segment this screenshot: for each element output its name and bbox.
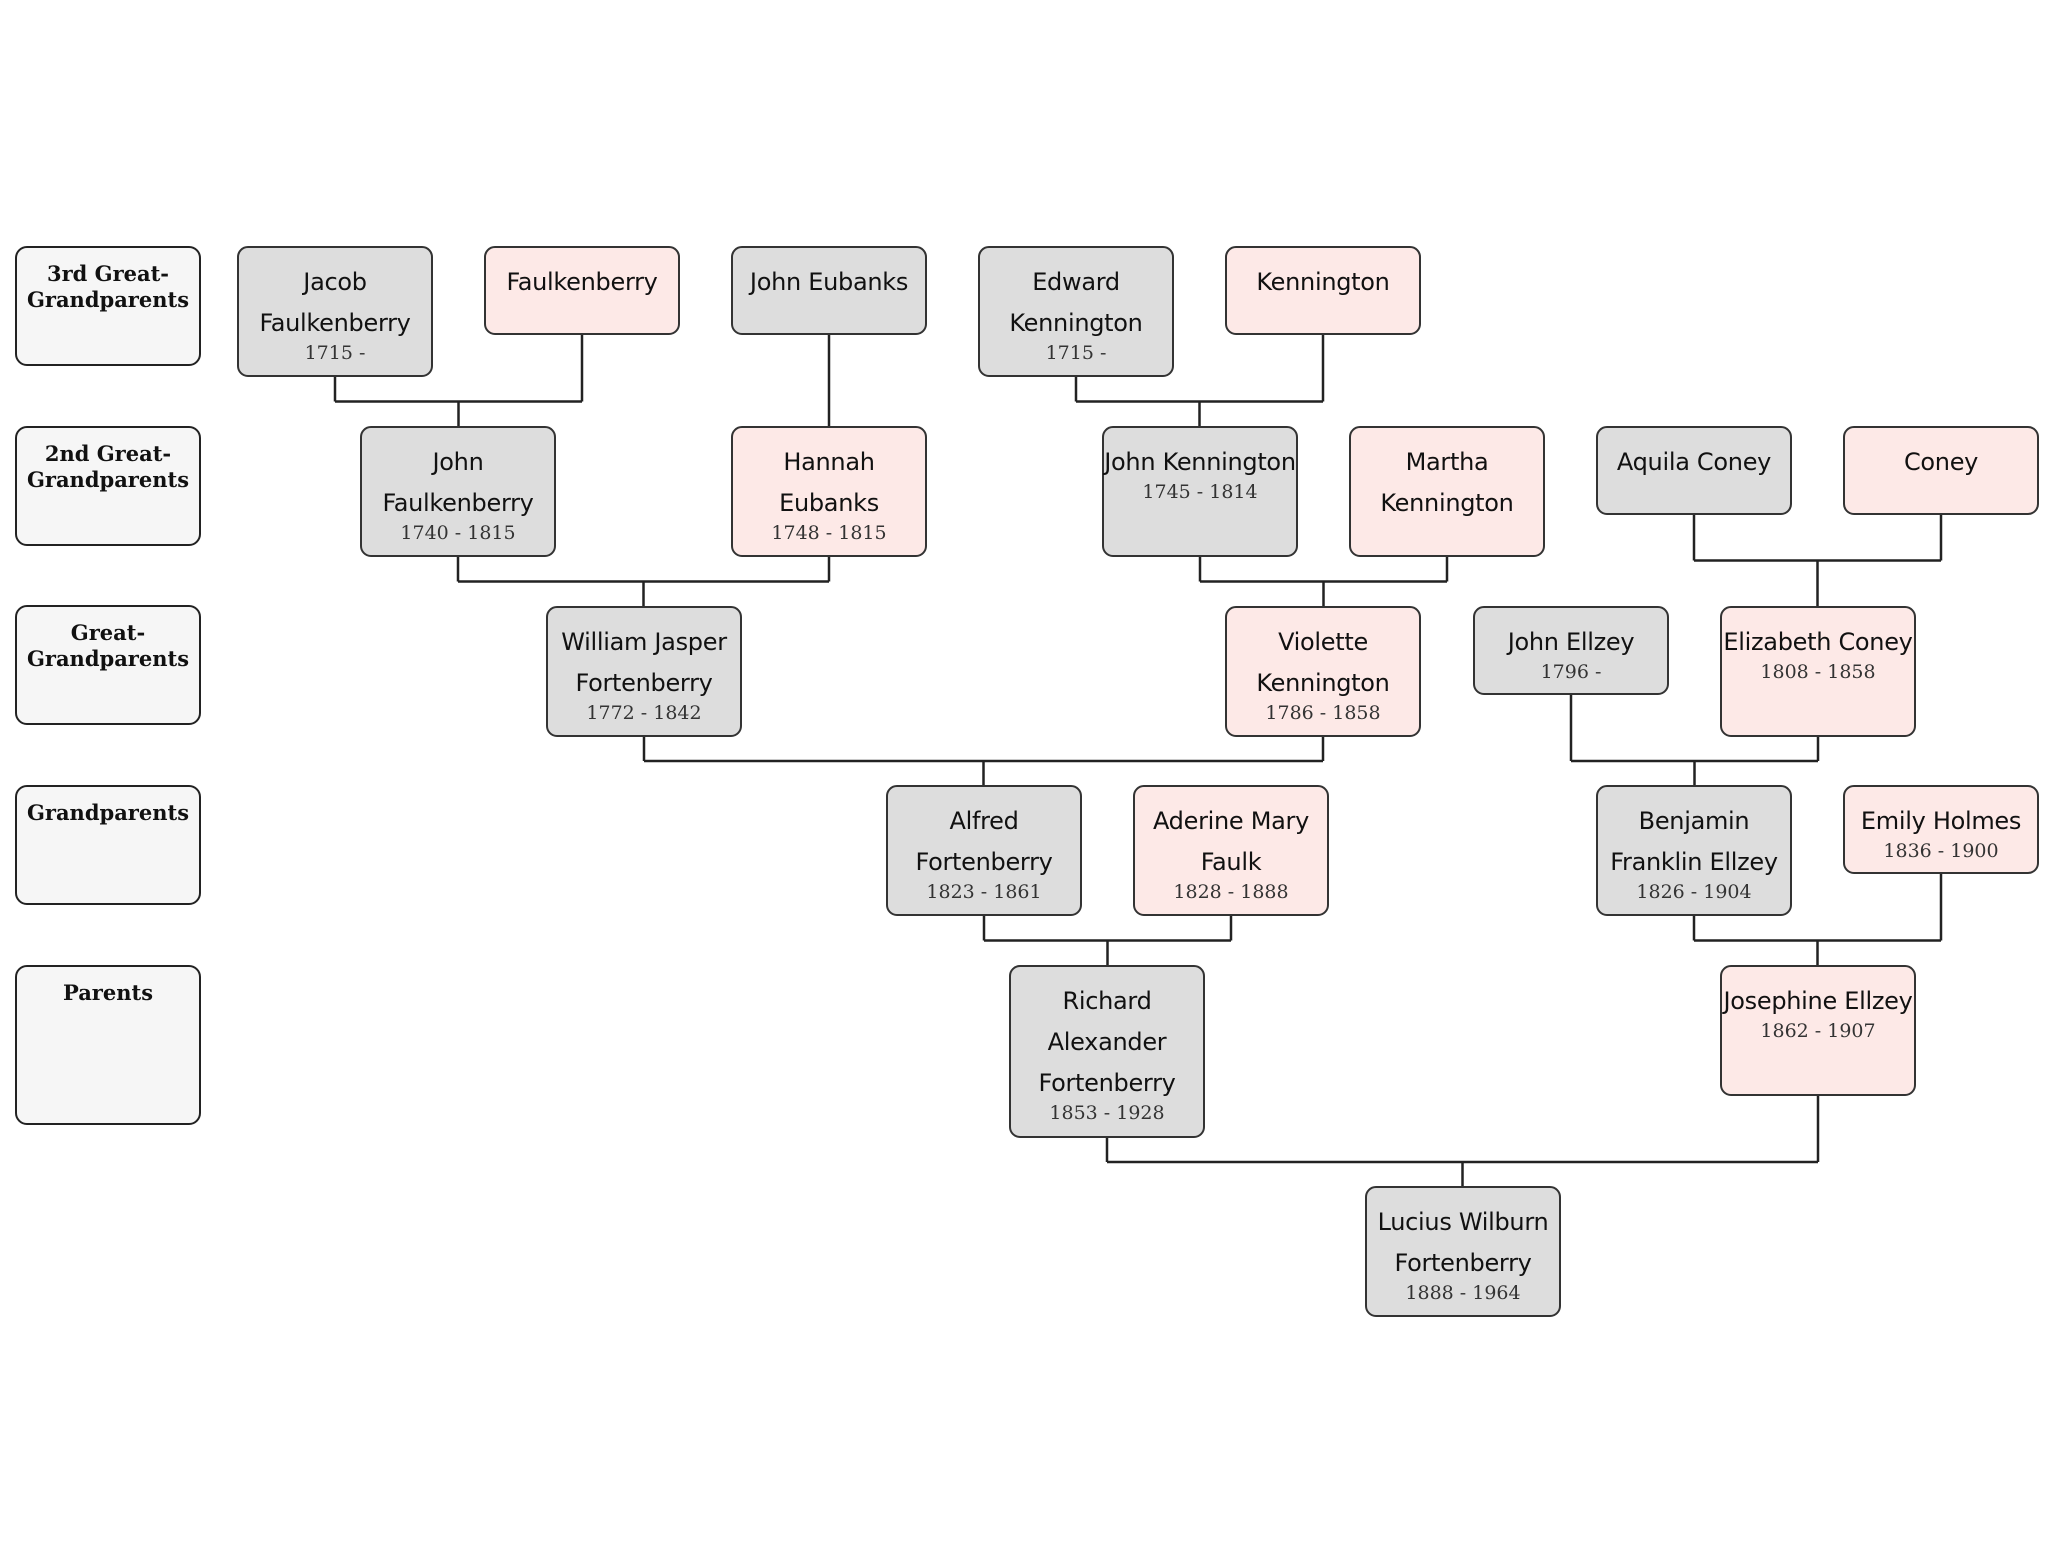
person-card-richard-alexander-fortenberry[interactable]: Richard Alexander Fortenberry 1853 - 192… xyxy=(1009,965,1205,1138)
person-name: Faulkenberry xyxy=(506,268,658,296)
connector-benjamin-franklin-ellzey xyxy=(1569,695,1820,785)
generation-label-great-grandparents: Great-Grandparents xyxy=(15,605,201,725)
connector-lucius-wilburn-fortenberry xyxy=(1105,1096,1820,1186)
generation-label-text: Parents xyxy=(62,980,154,1005)
connector-john-kennington xyxy=(1074,335,1325,426)
person-dates: 1745 - 1814 xyxy=(1142,481,1258,503)
person-dates: 1715 - xyxy=(304,342,366,364)
connector-elizabeth-coney xyxy=(1692,515,1943,606)
person-card-violette-kennington[interactable]: Violette Kennington 1786 - 1858 xyxy=(1225,606,1421,737)
person-dates: 1808 - 1858 xyxy=(1760,661,1876,683)
person-dates: 1748 - 1815 xyxy=(771,522,887,544)
person-dates: 1853 - 1928 xyxy=(1049,1102,1165,1124)
person-name: Violette Kennington xyxy=(1256,628,1390,697)
person-card-john-kennington[interactable]: John Kennington 1745 - 1814 xyxy=(1102,426,1298,557)
person-name: John Ellzey xyxy=(1507,628,1635,656)
person-dates: 1786 - 1858 xyxy=(1265,702,1381,724)
person-name: Alfred Fortenberry xyxy=(915,807,1053,876)
person-card-coney[interactable]: Coney xyxy=(1843,426,2039,515)
person-card-kennington[interactable]: Kennington xyxy=(1225,246,1421,335)
person-dates: 1740 - 1815 xyxy=(400,522,516,544)
generation-label-text: Grandparents xyxy=(26,800,190,825)
person-card-alfred-fortenberry[interactable]: Alfred Fortenberry 1823 - 1861 xyxy=(886,785,1082,916)
person-dates: 1796 - xyxy=(1540,661,1602,683)
person-card-hannah-eubanks[interactable]: Hannah Eubanks 1748 - 1815 xyxy=(731,426,927,557)
person-dates: 1826 - 1904 xyxy=(1636,881,1752,903)
person-name: Benjamin Franklin Ellzey xyxy=(1610,807,1778,876)
generation-label-text: Great-Grandparents xyxy=(26,620,190,671)
person-name: John Eubanks xyxy=(749,268,909,296)
person-card-josephine-ellzey[interactable]: Josephine Ellzey 1862 - 1907 xyxy=(1720,965,1916,1096)
person-dates: 1715 - xyxy=(1045,342,1107,364)
person-name: Elizabeth Coney xyxy=(1723,628,1913,656)
person-name: Jacob Faulkenberry xyxy=(259,268,411,337)
person-card-john-faulkenberry[interactable]: John Faulkenberry 1740 - 1815 xyxy=(360,426,556,557)
person-card-faulkenberry[interactable]: Faulkenberry xyxy=(484,246,680,335)
connector-josephine-ellzey xyxy=(1692,874,1943,965)
generation-label-grandparents: Grandparents xyxy=(15,785,201,905)
connector-john-faulkenberry xyxy=(333,335,584,426)
person-name: Emily Holmes xyxy=(1860,807,2022,835)
person-name: Coney xyxy=(1903,448,1979,476)
connector-richard-alexander-fortenberry xyxy=(982,916,1233,965)
person-card-lucius-wilburn-fortenberry[interactable]: Lucius Wilburn Fortenberry 1888 - 1964 xyxy=(1365,1186,1561,1317)
person-dates: 1772 - 1842 xyxy=(586,702,702,724)
person-name: Aderine Mary Faulk xyxy=(1152,807,1310,876)
person-card-john-ellzey[interactable]: John Ellzey 1796 - xyxy=(1473,606,1669,695)
person-name: Josephine Ellzey xyxy=(1723,987,1913,1015)
person-dates: 1888 - 1964 xyxy=(1405,1282,1521,1304)
person-dates: 1836 - 1900 xyxy=(1883,840,1999,862)
person-name: Kennington xyxy=(1256,268,1390,296)
person-card-aquila-coney[interactable]: Aquila Coney xyxy=(1596,426,1792,515)
generation-label-2nd-great-grandparents: 2nd Great-Grandparents xyxy=(15,426,201,546)
generation-label-text: 3rd Great-Grandparents xyxy=(26,261,190,312)
person-card-emily-holmes[interactable]: Emily Holmes 1836 - 1900 xyxy=(1843,785,2039,874)
person-dates: 1828 - 1888 xyxy=(1173,881,1289,903)
person-card-edward-kennington[interactable]: Edward Kennington 1715 - xyxy=(978,246,1174,377)
person-name: Richard Alexander Fortenberry xyxy=(1038,987,1176,1097)
person-name: John Kennington xyxy=(1104,448,1296,476)
generation-label-3rd-great-grandparents: 3rd Great-Grandparents xyxy=(15,246,201,366)
person-name: Edward Kennington xyxy=(1009,268,1143,337)
person-card-william-jasper-fortenberry[interactable]: William Jasper Fortenberry 1772 - 1842 xyxy=(546,606,742,737)
person-name: Aquila Coney xyxy=(1616,448,1772,476)
person-dates: 1823 - 1861 xyxy=(926,881,1042,903)
connector-william-jasper-fortenberry xyxy=(456,557,831,606)
person-name: John Faulkenberry xyxy=(382,448,534,517)
person-name: William Jasper Fortenberry xyxy=(561,628,727,697)
person-card-elizabeth-coney[interactable]: Elizabeth Coney 1808 - 1858 xyxy=(1720,606,1916,737)
person-card-john-eubanks[interactable]: John Eubanks xyxy=(731,246,927,335)
person-name: Martha Kennington xyxy=(1380,448,1514,517)
person-card-martha-kennington[interactable]: Martha Kennington xyxy=(1349,426,1545,557)
generation-label-text: 2nd Great-Grandparents xyxy=(26,441,190,492)
person-name: Hannah Eubanks xyxy=(779,448,879,517)
person-card-benjamin-franklin-ellzey[interactable]: Benjamin Franklin Ellzey 1826 - 1904 xyxy=(1596,785,1792,916)
person-dates: 1862 - 1907 xyxy=(1760,1020,1876,1042)
generation-label-parents: Parents xyxy=(15,965,201,1125)
person-name: Lucius Wilburn Fortenberry xyxy=(1377,1208,1549,1277)
connector-alfred-fortenberry xyxy=(642,737,1325,785)
person-card-aderine-mary-faulk[interactable]: Aderine Mary Faulk 1828 - 1888 xyxy=(1133,785,1329,916)
person-card-jacob-faulkenberry[interactable]: Jacob Faulkenberry 1715 - xyxy=(237,246,433,377)
connector-violette-kennington xyxy=(1198,557,1449,606)
